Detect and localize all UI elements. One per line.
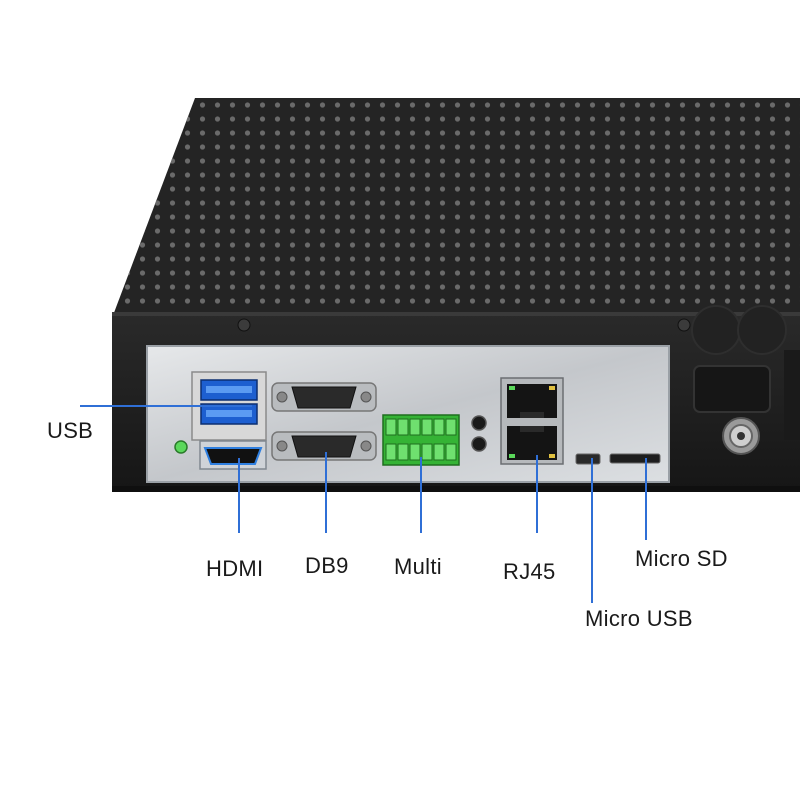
rj45-label: RJ45 (503, 559, 556, 584)
db9-ports (271, 382, 377, 461)
multi-label: Multi (394, 554, 442, 579)
micro-sd-slot (609, 453, 661, 464)
micro-usb-port (575, 453, 601, 465)
hdmi-label: HDMI (206, 556, 264, 581)
chassis-base (112, 486, 800, 492)
indicator-led (471, 436, 487, 452)
multi-terminal-block (382, 414, 460, 466)
db9-label: DB9 (305, 553, 349, 578)
micro-sd-label: Micro SD (635, 546, 728, 571)
micro-usb-callout-line (591, 458, 593, 603)
power-led (174, 440, 188, 454)
multi-callout-line (420, 457, 422, 533)
indicator-led (471, 415, 487, 431)
hdmi-callout-line (238, 458, 240, 533)
rj45-callout-line (536, 455, 538, 533)
micro-usb-label: Micro USB (585, 606, 693, 631)
db9-callout-line (325, 452, 327, 533)
chassis-top (112, 98, 800, 318)
rj45-ports (500, 377, 564, 465)
dc-power-jack (722, 417, 760, 455)
micro-sd-callout-line (645, 458, 647, 540)
hdmi-port (199, 440, 267, 470)
usb-callout-line (80, 405, 252, 407)
usb-label: USB (47, 418, 94, 443)
